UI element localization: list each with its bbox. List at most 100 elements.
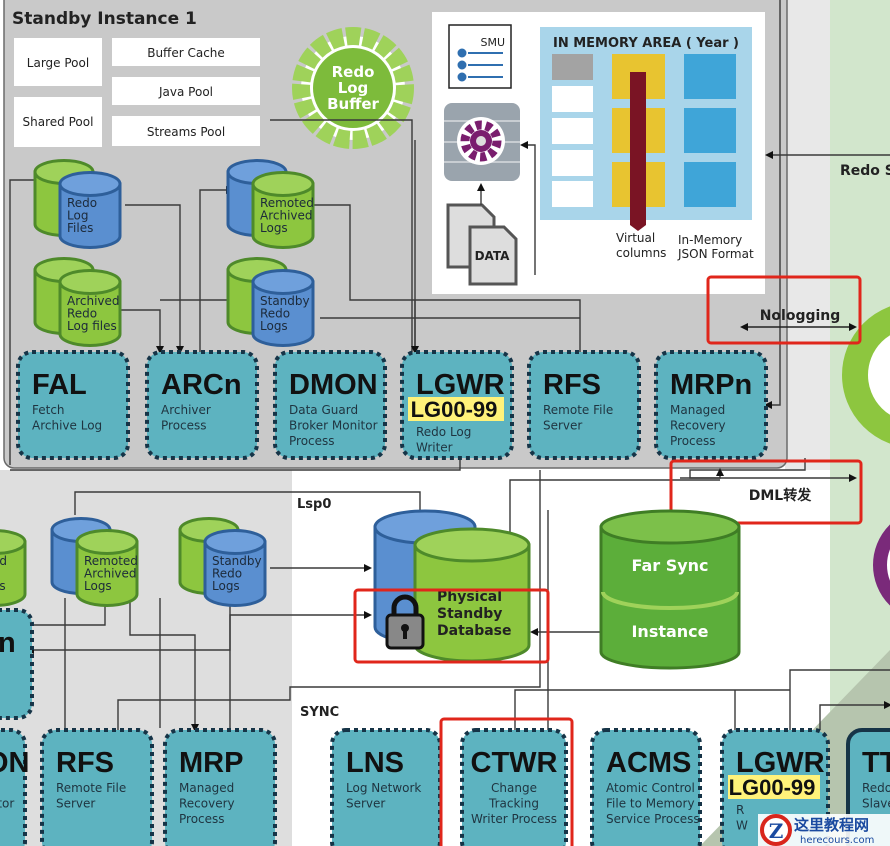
connector-line: [689, 458, 857, 482]
process-desc: Archiver: [161, 403, 211, 417]
partial-green-ring: [842, 306, 890, 444]
process-name: ARCn: [161, 369, 242, 401]
connector-line: [789, 669, 890, 730]
svg-text:这里教程网: 这里教程网: [794, 816, 869, 834]
process-desc: Fetch: [32, 403, 65, 417]
svg-text:IN MEMORY AREA ( Year ): IN MEMORY AREA ( Year ): [553, 36, 739, 51]
physical-standby-highlight: [353, 588, 550, 664]
process-desc: Managed: [670, 403, 725, 417]
ctwr-highlight: [439, 717, 574, 846]
svg-text:SMU: SMU: [480, 36, 505, 49]
connector-line: [9, 176, 42, 465]
process-desc: Managed: [179, 781, 234, 795]
physical-standby-database: Physical Standby Database: [373, 509, 531, 663]
connector-line: [15, 596, 109, 626]
process-desc: R: [736, 803, 744, 817]
store-label: edes: [0, 554, 7, 593]
far-sync-instance: Far Sync Instance: [599, 509, 741, 670]
process-name: LNS: [346, 747, 404, 779]
process-desc: Process: [179, 812, 225, 826]
process-name: MRPn: [670, 369, 752, 401]
nologging-highlight: [706, 275, 862, 345]
sync-label: SYNC: [300, 705, 339, 720]
lock-icon: [385, 594, 425, 650]
pool-large: Large Pool: [27, 56, 89, 70]
nologging-label: Nologging: [760, 308, 841, 324]
process-desc: Process: [670, 434, 716, 448]
process-name: LGWR: [416, 369, 505, 401]
process-n[interactable]: n: [0, 608, 34, 720]
connector-line: [764, 0, 781, 409]
lsp0-label: Lsp0: [297, 497, 331, 512]
process-name: FAL: [32, 369, 87, 401]
svg-text:Log: Log: [338, 79, 369, 97]
process-badge: LG00-99: [411, 397, 498, 422]
connector-line: [129, 598, 199, 732]
process-desc: Redo Log: [416, 425, 471, 439]
process-desc: Data Guard: [289, 403, 358, 417]
process-desc: Tracking: [488, 797, 539, 811]
process-desc: Broker Monitor: [289, 419, 378, 433]
process-name: RFS: [543, 369, 601, 401]
connector-line: [509, 479, 720, 545]
process-desc: Service Process: [606, 812, 700, 826]
process-desc: Recovery: [670, 419, 726, 433]
virtual-column-bar: [630, 72, 646, 231]
watermark-logo: Z 这里教程网 herecours.com: [758, 814, 890, 846]
in-memory-area: IN MEMORY AREA ( Year ): [540, 27, 752, 231]
process-on[interactable]: ONitor: [0, 728, 30, 846]
process-desc: W: [736, 819, 748, 833]
process-desc: File to Memory: [606, 797, 695, 811]
process-desc: Remote File: [543, 403, 613, 417]
partial-purple-ring: [873, 524, 890, 606]
instance-title: Standby Instance 1: [12, 9, 197, 29]
connector-line: [199, 186, 234, 352]
data-files-icon: DATA: [446, 203, 518, 286]
redo-log-buffer: Redo Log Buffer: [292, 27, 414, 149]
gear-database-icon: [444, 103, 520, 181]
process-name: MRP: [179, 747, 243, 779]
process-desc: Redo: [862, 781, 890, 795]
svg-text:Z: Z: [769, 819, 784, 843]
process-name: DMON: [289, 369, 378, 401]
connector-line: [680, 468, 724, 479]
process-desc: Change: [491, 781, 537, 795]
store-partial: edes: [0, 529, 27, 607]
process-name: LGWR: [736, 747, 825, 779]
connector-line: [819, 701, 890, 730]
svg-text:Instance: Instance: [631, 622, 708, 641]
svg-text:Buffer: Buffer: [327, 95, 379, 113]
connector-line: [26, 598, 231, 654]
json-format-label: In-Memory JSON Format: [677, 233, 754, 261]
connector-line: [117, 470, 541, 730]
svg-text:herecours.com: herecours.com: [800, 835, 874, 846]
connector-line: [74, 491, 424, 529]
process-name: n: [0, 627, 16, 659]
process-name: RFS: [56, 747, 114, 779]
process-desc: Log Network: [346, 781, 421, 795]
connector-line: [10, 460, 461, 471]
